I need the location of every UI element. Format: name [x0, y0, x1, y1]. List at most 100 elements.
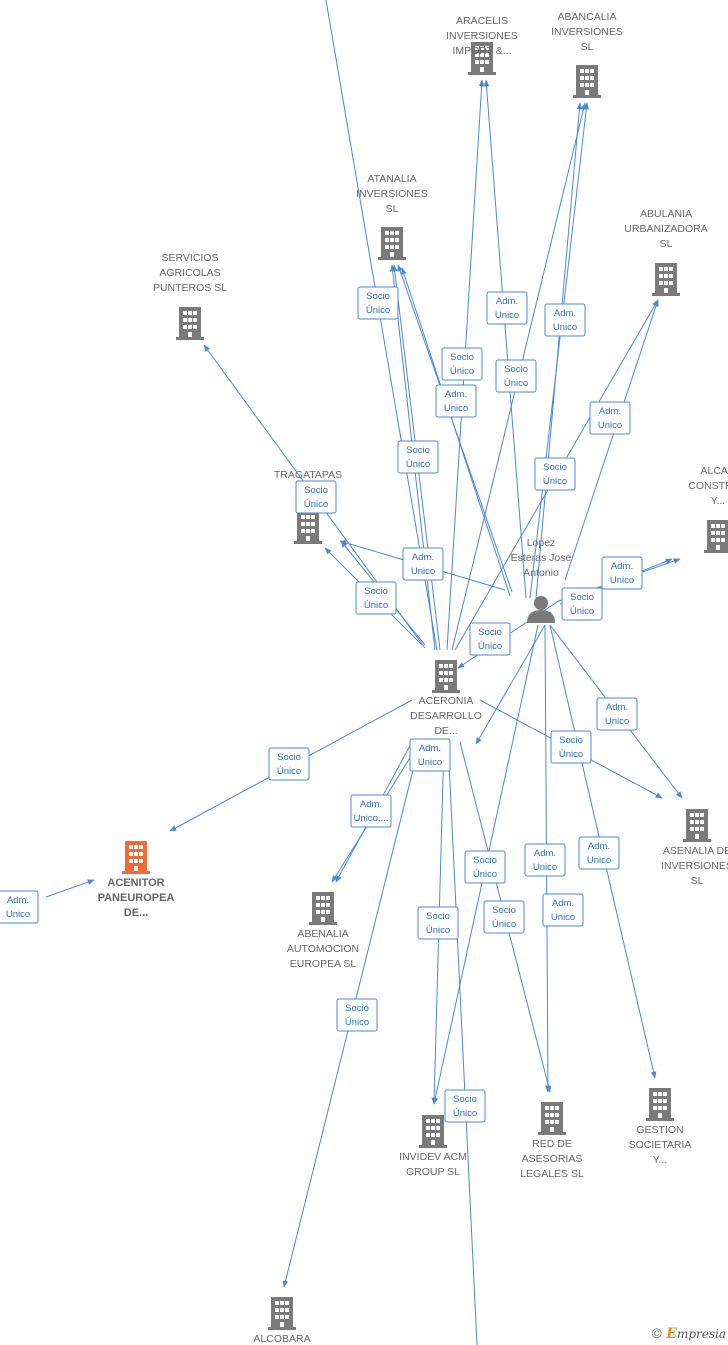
building-icon — [538, 1102, 566, 1135]
edge-label[interactable]: Adm.Unico — [578, 836, 620, 870]
empresia-brand[interactable]: ©Empresia — [650, 1326, 726, 1342]
node-label: EUROPEA SL — [290, 958, 357, 970]
edge-label[interactable]: Adm.Unico — [542, 893, 584, 927]
edge-label[interactable]: Adm.Unico — [601, 556, 643, 590]
edge-line — [447, 741, 478, 1345]
edge-label[interactable]: Adm.Unico,... — [350, 794, 392, 828]
building-icon — [378, 227, 406, 260]
edge-label[interactable]: Adm. Unico — [596, 697, 638, 731]
node-label: INVERSIONES — [446, 30, 518, 42]
edges-layer — [45, 0, 683, 1345]
edge-line — [45, 879, 95, 898]
node-gestion[interactable]: GESTIONSOCIETARIAY... — [629, 1088, 692, 1166]
edge-label-text: Socio — [492, 905, 516, 916]
edge-label-text: Socio — [277, 752, 301, 763]
node-label: SOCIETARIA — [629, 1139, 692, 1151]
edge-label[interactable]: Adm.Unico — [402, 547, 444, 581]
edge-label[interactable]: Adm.Unico — [435, 384, 477, 418]
edge-label-text: Socio — [478, 627, 502, 638]
edge-label-box — [464, 850, 506, 884]
edge-label-text: Adm. — [606, 702, 628, 713]
node-abenalia[interactable]: ABENALIA AUTOMOCION EUROPEA SL — [287, 892, 359, 970]
edge-label-text: Socio — [406, 445, 430, 456]
node-label: INVERSIONES — [661, 860, 728, 872]
node-alcobara[interactable]: ALCOBARA — [253, 1297, 311, 1345]
edge-label-box — [534, 457, 576, 491]
node-label: SL — [581, 41, 594, 53]
edge-label-text: Socio — [559, 735, 583, 746]
edge-label-text: Unico — [598, 420, 622, 431]
node-label: INVERSIONES — [356, 188, 428, 200]
edge-label-box — [561, 587, 603, 621]
edge-label-box — [589, 401, 631, 435]
edge-line — [483, 79, 527, 599]
edge-label-text: Único — [478, 641, 502, 652]
edge-label-box — [336, 998, 378, 1032]
node-label: ABENALIA — [297, 928, 348, 940]
edge-label-text: Socio — [426, 911, 450, 922]
edge-label-box — [397, 440, 439, 474]
edge-label-text: Socio — [366, 291, 390, 302]
edge-label-box — [417, 906, 459, 940]
edge-line — [564, 299, 659, 581]
edge-label-text: Unico — [605, 716, 629, 727]
edge-label-text: Adm. — [534, 848, 556, 859]
edge-label-text: Unico — [533, 862, 557, 873]
node-label: Lopez — [527, 537, 556, 549]
edge-label[interactable]: Adm.Unico — [409, 738, 451, 772]
edge-label-text: Único — [364, 600, 388, 611]
node-acenitor[interactable]: ACENITORPANEUROPEADE... — [98, 841, 175, 919]
edge-label[interactable]: Adm.Unico — [0, 890, 39, 924]
node-aceronia[interactable]: ACERONIADESARROLLODE... — [410, 660, 482, 737]
edge-label-text: Único — [366, 305, 390, 316]
edge-label-text: Único — [453, 1108, 477, 1119]
edge-label-text: Unico — [551, 912, 575, 923]
edge-label-text: Único — [559, 749, 583, 760]
edge-label-text: Adm. — [599, 406, 621, 417]
edge-label-text: Unico — [444, 403, 468, 414]
edge-label-box — [524, 843, 566, 877]
edge-label-text: Socio — [364, 586, 388, 597]
building-icon — [268, 1297, 296, 1330]
edge-label-box — [409, 738, 451, 772]
node-alcan[interactable]: ALCANCONSTRUCY... — [688, 465, 728, 553]
edge-label[interactable]: Adm. Unico — [524, 843, 566, 877]
brand-name: mpresia — [676, 1327, 726, 1341]
node-label: DESARROLLO — [410, 710, 482, 722]
node-label: URBANIZADORA — [624, 223, 707, 235]
building-icon — [176, 307, 204, 340]
edge-label[interactable]: Adm.Unico — [486, 291, 528, 325]
node-label: GROUP SL — [406, 1166, 460, 1178]
building-icon — [309, 892, 337, 925]
edge-label[interactable]: Adm. Unico — [589, 401, 631, 435]
edge-label-text: Único — [570, 606, 594, 617]
edge-label-text: Único — [304, 499, 328, 510]
edge-label[interactable]: Adm.Unico — [544, 303, 586, 337]
node-label: AUTOMOCION — [287, 943, 359, 955]
